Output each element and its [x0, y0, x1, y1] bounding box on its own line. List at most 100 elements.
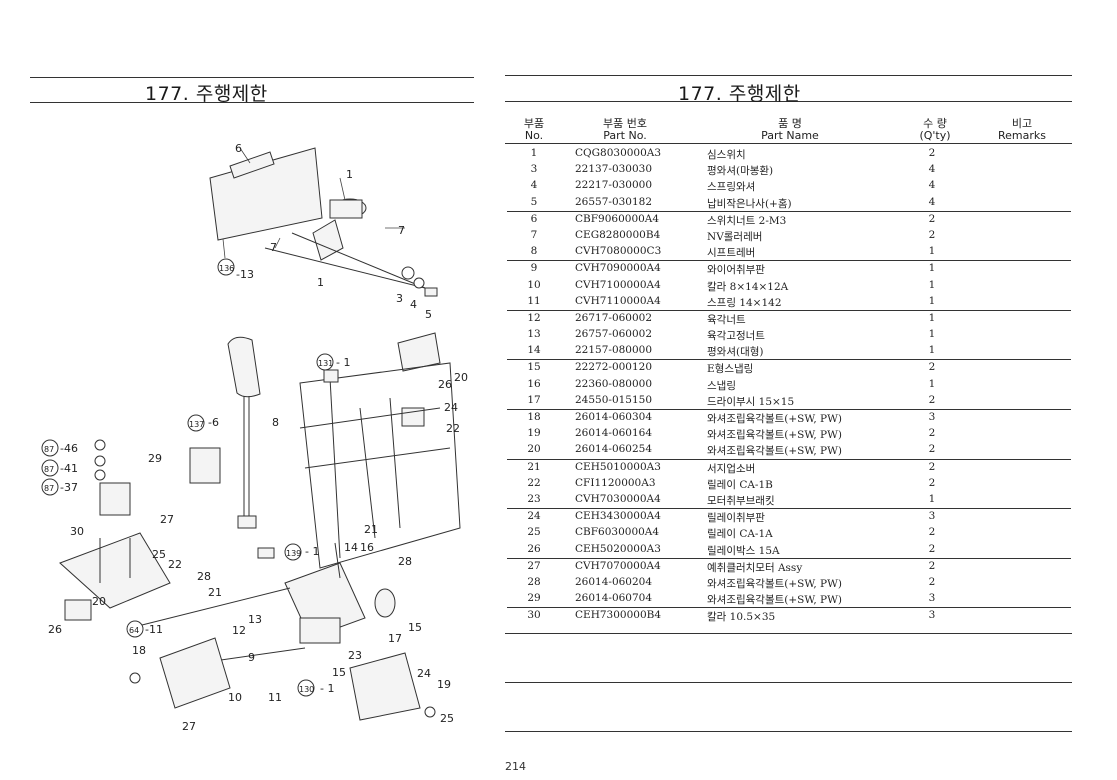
part-number-cell: CBF6030000A4: [575, 526, 660, 539]
svg-text:-13: -13: [236, 268, 254, 281]
svg-text:3: 3: [396, 292, 403, 305]
part-number-cell: 26014-060704: [575, 592, 653, 605]
part-name-cell: 와셔조립육각볼트(+SW, PW): [707, 577, 842, 590]
part-index-cell: 3: [530, 163, 538, 176]
part-index-cell: 24: [527, 510, 541, 523]
part-index-cell: 30: [527, 609, 541, 622]
part-number-cell: CEH7300000B4: [575, 609, 662, 622]
svg-text:27: 27: [182, 720, 196, 733]
part-number-cell: 24550-015150: [575, 393, 653, 406]
table-row: 6 CBF9060000A4 스위치너트 2-M3 2: [507, 212, 1071, 228]
quantity-cell: 2: [928, 542, 936, 555]
quantity-cell: 3: [928, 609, 936, 622]
svg-text:11: 11: [268, 691, 282, 704]
part-name-cell: 육각너트: [707, 313, 746, 326]
part-name-cell: 스위치너트 2-M3: [707, 214, 787, 227]
quantity-cell: 1: [928, 294, 936, 307]
part-index-cell: 28: [527, 575, 541, 588]
svg-text:10: 10: [228, 691, 242, 704]
part-index-cell: 18: [527, 411, 541, 423]
part-number-cell: CQG8030000A3: [575, 147, 662, 159]
quantity-cell: 1: [928, 328, 936, 341]
quantity-cell: 2: [928, 212, 936, 225]
quantity-cell: 2: [928, 147, 936, 159]
part-index-cell: 22: [527, 476, 541, 489]
svg-text:-46: -46: [60, 442, 78, 455]
svg-text:- 1: - 1: [320, 682, 334, 695]
svg-text:15: 15: [408, 621, 422, 634]
quantity-cell: 4: [928, 195, 936, 208]
part-name-cell: 와셔조립육각볼트(+SW, PW): [707, 445, 842, 458]
quantity-cell: 3: [928, 411, 936, 423]
left-title-bottom-rule: [30, 102, 474, 103]
part-number-cell: CEH5020000A3: [575, 542, 661, 555]
quantity-cell: 2: [928, 443, 936, 456]
part-name-cell: 육각고정너트: [707, 330, 765, 343]
svg-text:14: 14: [344, 541, 358, 554]
part-name-cell: 드라이부시 15×15: [707, 395, 795, 408]
motor-base-plate: [59, 439, 171, 621]
svg-text:9: 9: [248, 651, 255, 664]
part-number-cell: 26014-060304: [575, 411, 653, 423]
part-index-cell: 9: [530, 262, 538, 275]
part-index-cell: 16: [527, 377, 541, 390]
part-index-cell: 19: [527, 427, 541, 440]
svg-text:87: 87: [44, 465, 54, 474]
part-number-cell: 26014-060254: [575, 443, 653, 456]
svg-text:28: 28: [398, 555, 412, 568]
part-number-cell: CBF9060000A4: [575, 212, 660, 225]
quantity-cell: 2: [928, 575, 936, 588]
svg-text:131: 131: [318, 359, 333, 368]
part-index-cell: 12: [527, 311, 541, 324]
part-name-cell: 릴레이 CA-1B: [707, 478, 773, 491]
part-index-cell: 17: [527, 393, 541, 406]
blank-line-1: [505, 682, 1072, 683]
part-name-cell: NV롤러레버: [707, 230, 763, 243]
quantity-cell: 1: [928, 344, 936, 357]
quantity-cell: 1: [928, 262, 936, 275]
part-number-cell: 26014-060164: [575, 427, 653, 440]
svg-text:5: 5: [425, 308, 432, 321]
part-name-cell: 와셔조립육각볼트(+SW, PW): [707, 594, 842, 607]
table-row: 18 26014-060304 와셔조립육각볼트(+SW, PW) 3: [507, 410, 1071, 426]
part-name-cell: 와셔조립육각볼트(+SW, PW): [707, 413, 842, 425]
svg-text:19: 19: [437, 678, 451, 691]
left-title-top-rule: [30, 77, 474, 78]
svg-text:24: 24: [444, 401, 458, 414]
part-name-cell: 스냅링: [707, 379, 736, 392]
shift-lever: [227, 336, 275, 559]
svg-text:87: 87: [44, 445, 54, 454]
part-number-cell: 26557-030182: [575, 195, 653, 208]
part-index-cell: 6: [530, 212, 538, 225]
svg-text:64: 64: [129, 626, 139, 635]
part-number-cell: 22360-080000: [575, 377, 653, 390]
part-index-cell: 13: [527, 328, 541, 341]
blank-line-2: [505, 731, 1072, 732]
part-number-cell: CEG8280000B4: [575, 228, 661, 241]
part-name-cell: 평와셔(마봉환): [707, 165, 774, 178]
part-index-cell: 7: [530, 228, 538, 241]
part-index-cell: 14: [527, 344, 541, 357]
svg-text:17: 17: [388, 632, 402, 645]
svg-text:137: 137: [189, 420, 204, 429]
quantity-cell: 1: [928, 311, 936, 324]
part-name-cell: 납비작은나사(+홈): [707, 197, 792, 210]
relay-frame: [189, 332, 461, 569]
part-index-cell: 11: [527, 294, 541, 307]
quantity-cell: 2: [928, 476, 936, 489]
